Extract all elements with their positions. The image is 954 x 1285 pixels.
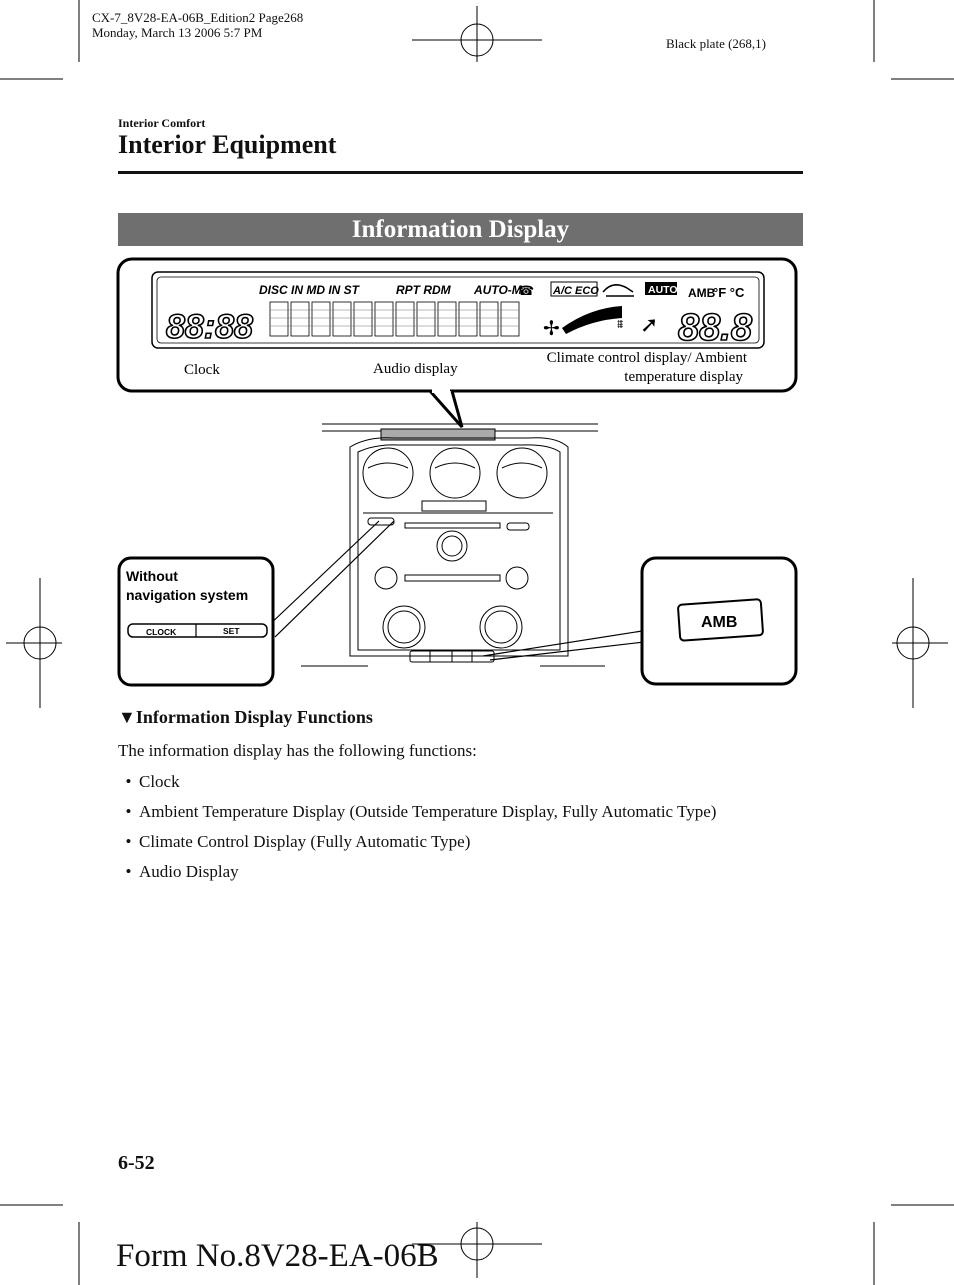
lcd-repeat-tags: RPT RDM — [396, 283, 452, 297]
airflow-icon: ➚ — [640, 312, 658, 337]
list-item: Audio Display — [118, 861, 716, 891]
title-rule — [118, 171, 803, 174]
lcd-temp-units: °F °C — [713, 285, 745, 300]
list-item: Ambient Temperature Display (Outside Tem… — [118, 801, 716, 831]
dashboard-figure: DISC IN MD IN ST RPT RDM AUTO-M ☎ A/C EC… — [116, 257, 798, 687]
amb-button — [677, 598, 764, 642]
print-date-line: Monday, March 13 2006 5:7 PM — [92, 25, 263, 40]
function-list: Clock Ambient Temperature Display (Outsi… — [118, 771, 716, 891]
lcd-ac-eco: A/C ECO — [552, 285, 599, 297]
section-label: Interior Comfort — [118, 116, 206, 130]
recirculation-icon — [602, 284, 634, 297]
subsection-title: Information Display Functions — [135, 707, 373, 727]
amb-button-label: AMB — [701, 614, 737, 631]
lcd-callout-pointer — [428, 390, 464, 428]
center-console-drawing — [301, 423, 605, 667]
lcd-auto-m: AUTO-M — [473, 283, 523, 297]
page-number: 6-52 — [118, 1152, 155, 1174]
lcd-temp-digits: 88.8 — [678, 307, 753, 349]
print-slug: CX-7_8V28-EA-06B_Edition2 Page268 Monday… — [92, 10, 303, 40]
subsection-heading: ▼Information Display Functions — [118, 707, 373, 728]
lcd-audio-tags: DISC IN MD IN ST — [259, 283, 361, 297]
fan-icon: ✢ — [543, 318, 560, 340]
clock-button-label: CLOCK — [146, 627, 177, 637]
page-title: Interior Equipment — [118, 130, 337, 159]
list-item: Clock — [118, 771, 716, 801]
callout-clock: Clock — [184, 362, 220, 378]
lcd-amb: AMB — [688, 286, 716, 300]
section-banner: Information Display — [118, 213, 803, 246]
leader-lines — [265, 520, 645, 661]
phone-icon: ☎ — [518, 283, 534, 298]
plate-label: Black plate (268,1) — [666, 36, 766, 51]
set-button-label: SET — [223, 626, 240, 636]
lcd-clock-digits: 88:88 — [166, 308, 253, 346]
intro-text: The information display has the followin… — [118, 741, 477, 760]
form-number: Form No.8V28-EA-06B — [116, 1238, 439, 1274]
clock-set-button-panel — [127, 623, 268, 638]
audio-dot-matrix-grid — [270, 309, 519, 327]
fan-level-bar — [562, 306, 622, 334]
left-inset-line1: Without — [126, 568, 178, 584]
callout-audio: Audio display — [373, 361, 458, 377]
print-file-line: CX-7_8V28-EA-06B_Edition2 Page268 — [92, 10, 304, 25]
defrost-icon: ⩩ — [617, 317, 624, 331]
lcd-auto: AUTO — [648, 284, 678, 296]
left-inset-box — [117, 556, 275, 687]
triangle-icon: ▼ — [118, 707, 136, 727]
list-item: Climate Control Display (Fully Automatic… — [118, 831, 716, 861]
callout-climate-line2: temperature display — [624, 369, 743, 385]
audio-dot-matrix — [269, 301, 520, 337]
callout-climate-line1: Climate control display/ Ambient — [547, 350, 748, 366]
left-inset-line2: navigation system — [126, 587, 248, 603]
